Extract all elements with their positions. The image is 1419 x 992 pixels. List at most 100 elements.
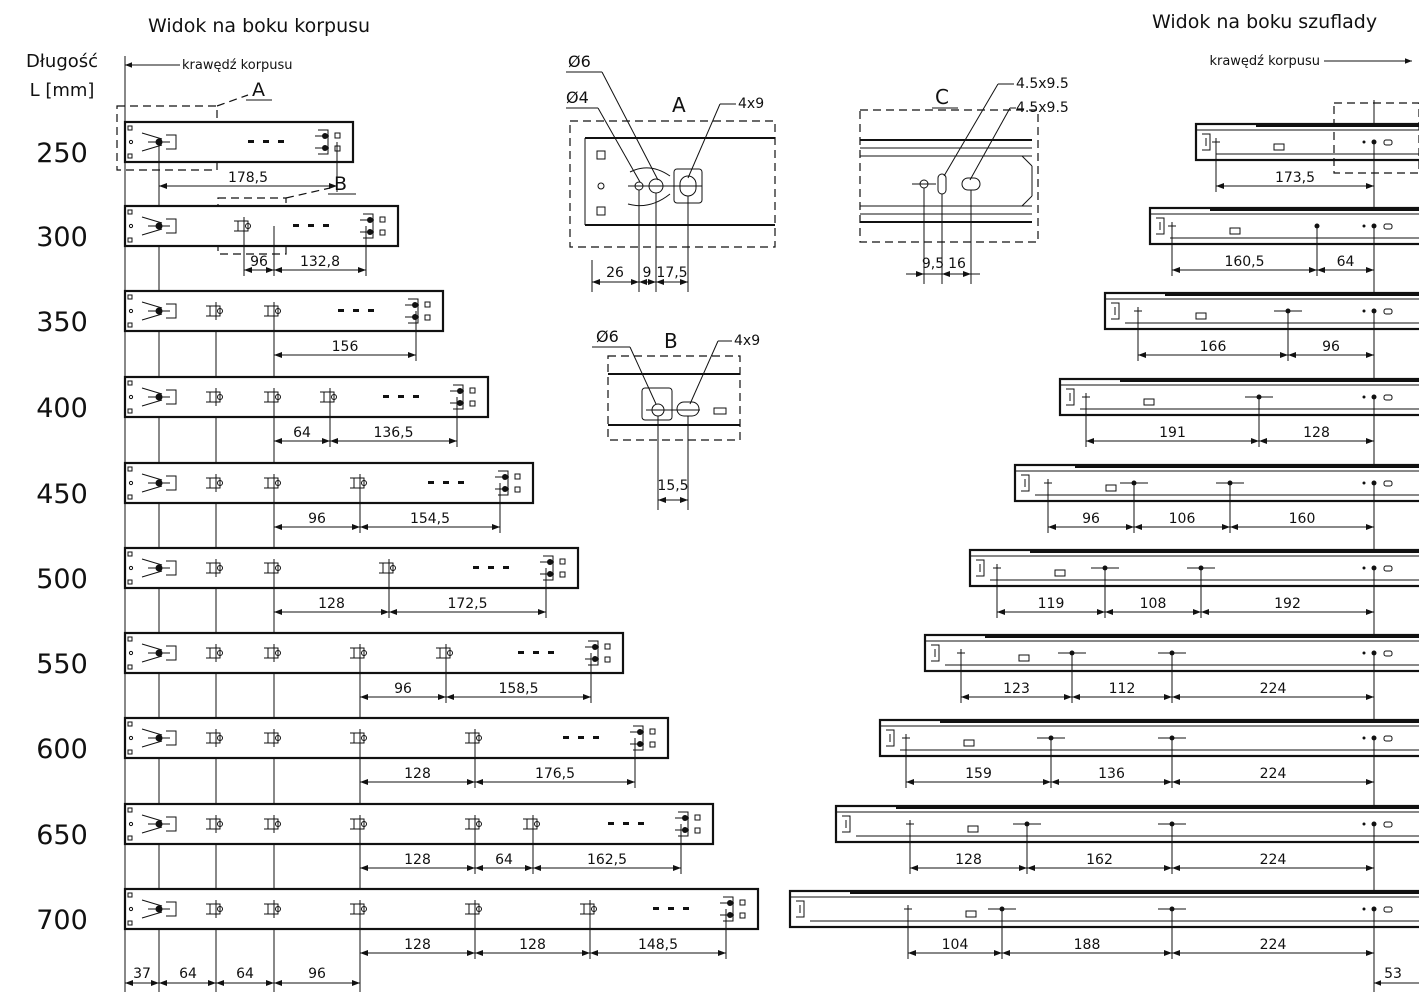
mounting-bracket-icon xyxy=(264,900,279,918)
drawer-clip xyxy=(1156,217,1165,235)
hole-icon xyxy=(476,906,482,912)
mounting-bracket-icon xyxy=(206,729,221,747)
length-label: 700 xyxy=(36,905,88,936)
front-hole-icon xyxy=(155,734,163,742)
left-dim-label: 64 xyxy=(495,852,513,868)
slot-mark xyxy=(533,651,539,654)
left-dim-label: 64 xyxy=(293,425,311,441)
front-clip xyxy=(166,816,177,832)
left-dim-label: 176,5 xyxy=(535,766,575,782)
hole-icon xyxy=(390,565,396,571)
hole-icon xyxy=(1362,395,1366,399)
length-label: 550 xyxy=(36,649,88,680)
rail-hole xyxy=(128,139,134,145)
slot-mark xyxy=(623,822,629,825)
rail-notch xyxy=(127,579,133,585)
hole-icon xyxy=(217,308,223,314)
detail-b-title: B xyxy=(664,329,678,353)
rail-hole xyxy=(128,394,134,400)
right-dim-label: 191 xyxy=(1159,425,1186,441)
rail-notch xyxy=(127,322,133,328)
hole-icon xyxy=(1362,481,1366,485)
left-dim-label: 128 xyxy=(404,766,431,782)
rail-notch xyxy=(127,721,133,727)
slot-icon xyxy=(1143,398,1155,406)
hole-icon xyxy=(217,394,223,400)
runner-rail xyxy=(123,631,625,675)
mounting-bracket-icon xyxy=(206,388,221,406)
rear-hole-icon xyxy=(547,571,553,577)
detail-a: A Ø6 Ø4 4x9 26 9 17,5 xyxy=(566,52,776,292)
hole-icon xyxy=(1362,651,1366,655)
slot-icon xyxy=(1383,394,1393,401)
right-dim-label: 188 xyxy=(1074,937,1101,953)
slot-icon xyxy=(1383,735,1393,742)
right-dim-label: 224 xyxy=(1260,766,1287,782)
rail-notch xyxy=(127,892,133,898)
rear-notch xyxy=(739,899,746,906)
rear-notch xyxy=(379,229,386,236)
rear-hole-icon xyxy=(367,229,373,235)
front-hole-icon xyxy=(155,222,163,230)
hole-icon xyxy=(217,821,223,827)
runner-rail xyxy=(123,375,490,419)
left-dim-label: 148,5 xyxy=(638,937,678,953)
front-clip xyxy=(166,134,177,150)
rear-hole-icon xyxy=(457,400,463,406)
front-hole-icon xyxy=(155,479,163,487)
drawer-rail xyxy=(834,804,1419,844)
left-dim-label: 156 xyxy=(332,339,359,355)
left-dim-label: 132,8 xyxy=(300,254,340,270)
slot-mark xyxy=(398,395,404,398)
rail-notch xyxy=(127,636,133,642)
right-dim-label: 119 xyxy=(1038,596,1065,612)
hole-icon xyxy=(361,906,367,912)
length-label: 400 xyxy=(36,393,88,424)
slot-icon xyxy=(965,910,977,918)
length-label: 350 xyxy=(36,307,88,338)
left-dim-label: 96 xyxy=(250,254,268,270)
rear-hole-icon xyxy=(367,217,373,223)
drawer-clip xyxy=(1066,388,1075,406)
slot-mark xyxy=(338,309,344,312)
rail-notch xyxy=(127,664,133,670)
slot-mark xyxy=(413,395,419,398)
rear-hole-icon xyxy=(682,827,688,833)
rail-notch xyxy=(127,294,133,300)
detail-a-d6: Ø6 xyxy=(568,52,591,71)
left-dim-label: 128 xyxy=(318,596,345,612)
rail-notch xyxy=(127,408,133,414)
rail-hole xyxy=(128,223,134,229)
front-clip xyxy=(166,901,177,917)
slot-mark xyxy=(443,481,449,484)
length-header-line2: L [mm] xyxy=(30,80,95,101)
hole-icon xyxy=(534,821,540,827)
length-label: 450 xyxy=(36,479,88,510)
length-label: 250 xyxy=(36,138,88,169)
slot-mark xyxy=(368,309,374,312)
mounting-bracket-icon xyxy=(206,302,221,320)
rear-notch xyxy=(694,814,701,821)
rail-notch xyxy=(127,125,133,131)
drawer-clip xyxy=(1111,302,1120,320)
drawer-clip xyxy=(976,559,985,577)
front-hole-icon xyxy=(155,564,163,572)
slot-mark xyxy=(608,822,614,825)
bottom-dim-64b: 64 xyxy=(236,966,254,982)
rear-hole-icon xyxy=(322,133,328,139)
drawer-clip xyxy=(1021,474,1030,492)
rear-hole-icon xyxy=(502,474,508,480)
rail-notch xyxy=(127,380,133,386)
front-hole-icon xyxy=(155,393,163,401)
rear-notch xyxy=(559,558,566,565)
rear-notch xyxy=(559,571,566,578)
right-dim-label: 104 xyxy=(942,937,969,953)
right-dim-label: 128 xyxy=(955,852,982,868)
rear-notch xyxy=(379,216,386,223)
